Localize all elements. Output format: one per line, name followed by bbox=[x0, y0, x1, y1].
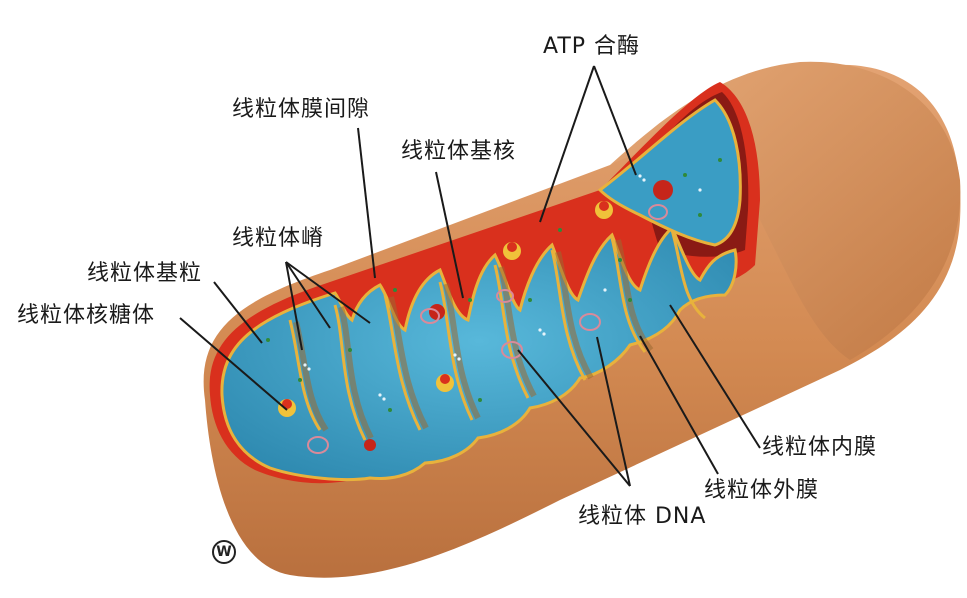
leader-lines bbox=[179, 65, 761, 487]
label-matrix-granule: 线粒体基粒 bbox=[87, 261, 203, 286]
watermark-logo: W bbox=[212, 540, 236, 564]
label-matrix: 线粒体基核 bbox=[401, 139, 517, 164]
label-outer-membrane: 线粒体外膜 bbox=[704, 478, 820, 503]
cristae-folds bbox=[288, 229, 706, 441]
matrix-granules bbox=[278, 180, 673, 451]
matrix-white-dots bbox=[303, 174, 702, 401]
label-cristae: 线粒体嵴 bbox=[232, 226, 325, 251]
dna-rings bbox=[307, 204, 668, 454]
label-mitochondrial-dna: 线粒体 DNA bbox=[578, 504, 707, 529]
label-atp-synthase: ATP 合酶 bbox=[543, 34, 641, 59]
label-intermembrane-space: 线粒体膜间隙 bbox=[232, 97, 371, 122]
matrix-region bbox=[220, 225, 738, 482]
label-inner-membrane: 线粒体内膜 bbox=[762, 435, 878, 460]
matrix-dots bbox=[266, 158, 722, 412]
matrix-upper bbox=[597, 98, 742, 247]
label-ribosome: 线粒体核糖体 bbox=[17, 303, 156, 328]
